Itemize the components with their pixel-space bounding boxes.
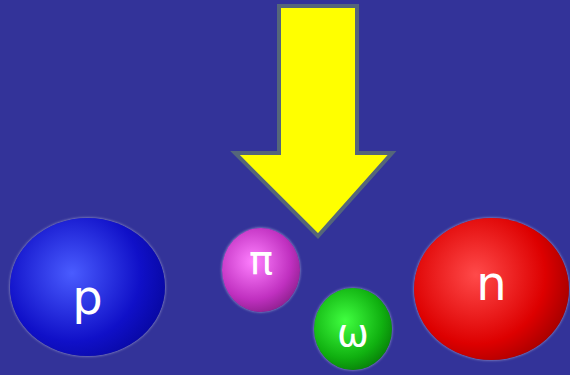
- yellow-arrow: [235, 6, 392, 236]
- particle-sphere: ω: [314, 288, 392, 370]
- particle-sphere: π: [222, 228, 300, 312]
- particle-label: n: [414, 259, 569, 307]
- particle-label: p: [10, 273, 165, 321]
- particle-label: ω: [314, 314, 392, 352]
- particle-sphere: p: [10, 218, 165, 356]
- particle-sphere: n: [414, 218, 569, 360]
- particle-label: π: [222, 240, 300, 280]
